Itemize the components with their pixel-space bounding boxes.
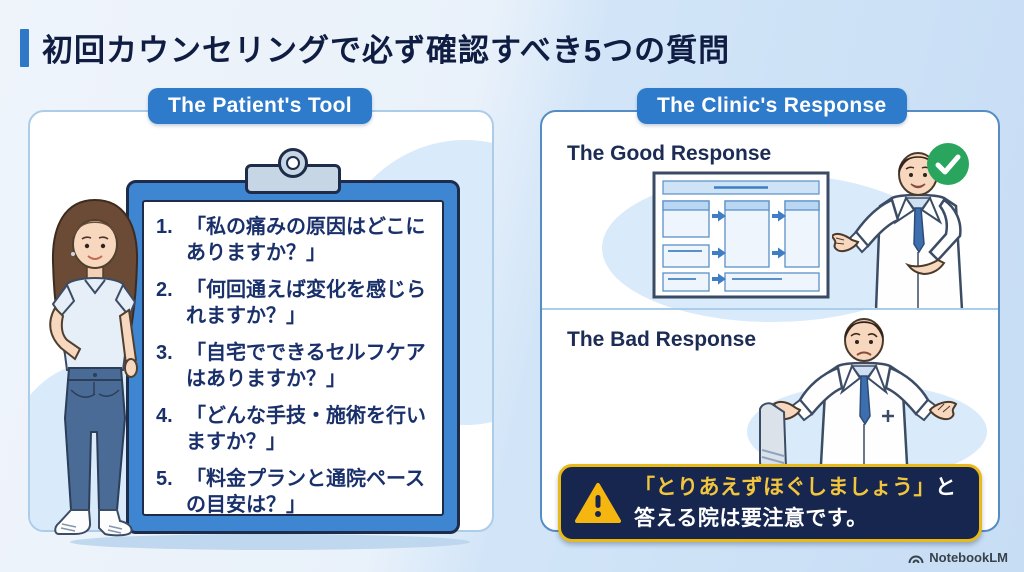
question-text: 「料金プランと通院ペースの目安は？」 <box>186 468 425 516</box>
clipboard-illustration: 1. 「私の痛みの原因はどこにありますか？」 2. 「何回通えば変化を感じられま… <box>126 148 460 534</box>
warning-highlight: 「とりあえずほぐしましょう」 <box>634 475 935 499</box>
question-item: 2. 「何回通えば変化を感じられますか？」 <box>156 277 434 329</box>
brand-watermark: NotebookLM <box>908 550 1008 565</box>
question-number: 4. <box>156 405 173 427</box>
warning-line2: 答える院は要注意です。 <box>634 507 868 530</box>
brand-label: NotebookLM <box>929 550 1008 565</box>
clinics-response-badge: The Clinic's Response <box>637 88 907 124</box>
question-item: 3. 「自宅でできるセルフケアはありますか？」 <box>156 340 434 392</box>
question-number: 2. <box>156 279 173 301</box>
question-item: 5. 「料金プランと通院ペースの目安は？」 <box>156 466 434 518</box>
question-text: 「どんな手技・施術を行いますか？」 <box>186 405 426 453</box>
flowchart-illustration <box>652 171 830 299</box>
question-text: 「何回通えば変化を感じられますか？」 <box>186 279 426 327</box>
patient-illustration <box>49 198 139 537</box>
clipboard-shadow <box>70 534 470 550</box>
question-text: 「私の痛みの原因はどこにありますか？」 <box>186 216 426 264</box>
clipboard-clip-hole <box>286 156 300 170</box>
title-row: 初回カウンセリングで必ず確認すべき5つの質問 <box>20 25 730 70</box>
notebooklm-logo-icon <box>908 555 924 564</box>
warning-text: 「とりあえずほぐしましょう」と 答える院は要注意です。 <box>634 472 957 535</box>
patients-tool-badge: The Patient's Tool <box>148 88 372 124</box>
clipboard-clip-ring <box>278 148 308 178</box>
question-item: 4. 「どんな手技・施術を行いますか？」 <box>156 403 434 455</box>
doctor-shrugging-illustration <box>759 318 958 482</box>
question-item: 1. 「私の痛みの原因はどこにありますか？」 <box>156 214 434 266</box>
warning-icon <box>575 483 621 523</box>
doctor-presenting-illustration <box>832 152 964 310</box>
section-divider <box>542 308 998 310</box>
question-number: 3. <box>156 342 173 364</box>
question-list: 1. 「私の痛みの原因はどこにありますか？」 2. 「何回通えば変化を感じられま… <box>142 200 444 516</box>
page-title: 初回カウンセリングで必ず確認すべき5つの質問 <box>42 33 731 68</box>
warning-banner: 「とりあえずほぐしましょう」と 答える院は要注意です。 <box>558 464 982 542</box>
bad-response-heading: The Bad Response <box>567 328 757 351</box>
question-text: 「自宅でできるセルフケアはありますか？」 <box>186 342 426 390</box>
question-number: 5. <box>156 468 173 490</box>
clinics-response-panel: The Good Response <box>540 110 1000 532</box>
warning-tail: と <box>935 475 957 499</box>
question-number: 1. <box>156 216 173 238</box>
good-response-heading: The Good Response <box>567 142 772 165</box>
check-icon <box>927 143 969 185</box>
title-accent-bar <box>20 28 29 67</box>
